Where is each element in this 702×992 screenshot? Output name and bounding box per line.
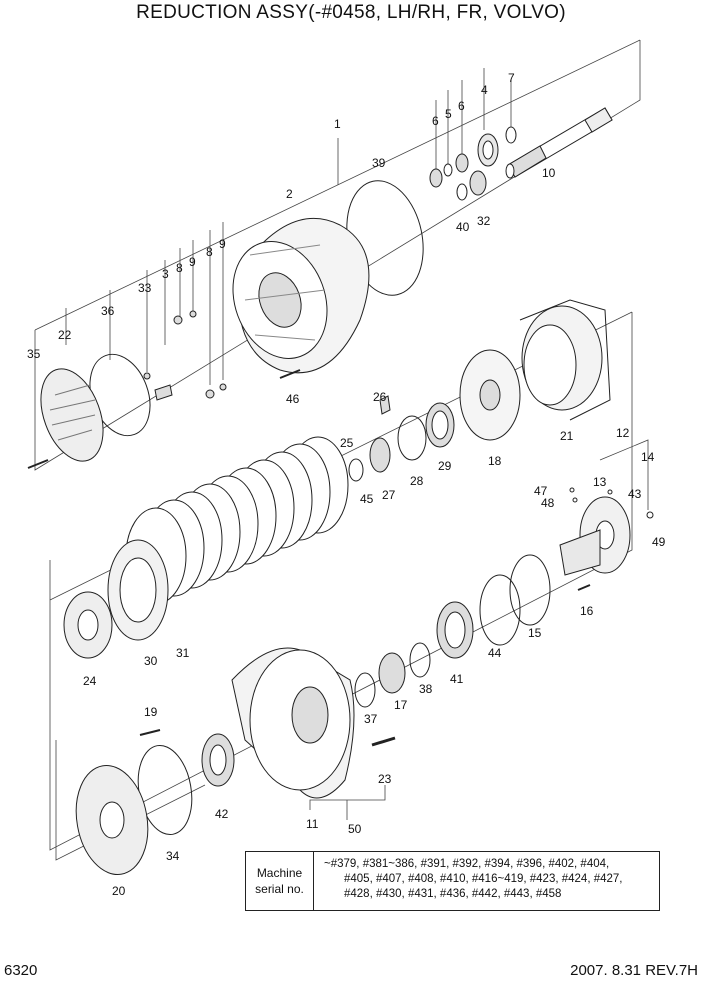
- callout-49: 49: [652, 535, 666, 549]
- callout-26: 26: [373, 390, 387, 404]
- callout-23: 23: [378, 772, 392, 786]
- callout-48: 48: [541, 496, 555, 510]
- callout-2: 2: [286, 187, 293, 201]
- plate-18: [459, 349, 521, 441]
- callout-8a: 8: [176, 261, 183, 275]
- callout-9b: 9: [219, 237, 226, 251]
- callout-3: 3: [162, 267, 169, 281]
- serial-label-cell: Machine serial no.: [246, 852, 314, 910]
- callout-8b: 8: [206, 245, 213, 259]
- revision-date: 2007. 8.31 REV.7H: [570, 962, 698, 979]
- callout-22: 22: [58, 328, 72, 342]
- small-fasteners: [27, 310, 301, 469]
- serial-label-line1: Machine: [256, 866, 303, 880]
- callout-5: 5: [445, 107, 452, 121]
- callout-20: 20: [112, 884, 126, 898]
- callout-9a: 9: [189, 255, 196, 269]
- bearing-41-and-rings: [354, 601, 474, 708]
- serial-line-1: ~#379, #381~386, #391, #392, #394, #396,…: [324, 858, 610, 870]
- callout-33: 33: [138, 281, 152, 295]
- callout-12: 12: [616, 426, 630, 440]
- wheel-hub-housing-11: [231, 647, 396, 799]
- callout-13: 13: [593, 475, 607, 489]
- callout-39: 39: [372, 156, 386, 170]
- callout-7: 7: [508, 71, 515, 85]
- bearing-parts-29-28-27: [348, 395, 455, 482]
- callout-21: 21: [560, 429, 574, 443]
- callout-41: 41: [450, 672, 464, 686]
- callout-14: 14: [641, 450, 655, 464]
- callout-34: 34: [166, 849, 180, 863]
- callout-1: 1: [334, 117, 341, 131]
- callout-47: 47: [534, 484, 548, 498]
- callout-17: 17: [394, 698, 408, 712]
- callout-31: 31: [176, 646, 190, 660]
- serial-values-cell: ~#379, #381~386, #391, #392, #394, #396,…: [314, 852, 659, 910]
- callout-50: 50: [348, 822, 362, 836]
- page-title: REDUCTION ASSY(-#0458, LH/RH, FR, VOLVO): [136, 2, 566, 23]
- callout-27: 27: [382, 488, 396, 502]
- callout-38: 38: [419, 682, 433, 696]
- input-shaft-part: [505, 107, 613, 179]
- callout-15: 15: [528, 626, 542, 640]
- serial-line-3: #428, #430, #431, #436, #442, #443, #458: [344, 888, 562, 900]
- callout-44: 44: [488, 646, 502, 660]
- hub-flange-parts: [479, 487, 654, 646]
- lower-gear-parts: [75, 729, 235, 876]
- assembly-frame-3: [55, 740, 386, 861]
- cover-22: [40, 368, 104, 462]
- callout-45: 45: [360, 492, 374, 506]
- machine-serial-table: Machine serial no. ~#379, #381~386, #391…: [245, 851, 660, 911]
- callout-35: 35: [27, 347, 41, 361]
- planet-gear-parts: [429, 126, 517, 201]
- carrier-housing-2: [232, 217, 370, 374]
- callout-11: 11: [306, 817, 319, 831]
- serial-label-line2: serial no.: [255, 882, 304, 896]
- callout-46: 46: [286, 392, 300, 406]
- page-number: 6320: [4, 962, 38, 979]
- callout-28: 28: [410, 474, 424, 488]
- serial-line-2: #405, #407, #408, #410, #416~419, #423, …: [344, 873, 623, 885]
- callout-4: 4: [481, 83, 488, 97]
- callout-6b: 6: [458, 99, 465, 113]
- callout-30: 30: [144, 654, 158, 668]
- clutch-plate-stack: [107, 436, 349, 641]
- sun-gear-24: [63, 591, 113, 659]
- callout-24: 24: [83, 674, 97, 688]
- callout-18: 18: [488, 454, 502, 468]
- callout-16: 16: [580, 604, 594, 618]
- callout-25: 25: [340, 436, 354, 450]
- callout-19: 19: [144, 705, 158, 719]
- callout-29: 29: [438, 459, 452, 473]
- callout-10: 10: [542, 166, 556, 180]
- callout-42: 42: [215, 807, 229, 821]
- callout-40: 40: [456, 220, 470, 234]
- callout-37: 37: [364, 712, 378, 726]
- ring-gear-21: [519, 299, 611, 421]
- callout-43: 43: [628, 487, 642, 501]
- callout-6a: 6: [432, 114, 439, 128]
- callout-36: 36: [101, 304, 115, 318]
- callout-32: 32: [477, 214, 491, 228]
